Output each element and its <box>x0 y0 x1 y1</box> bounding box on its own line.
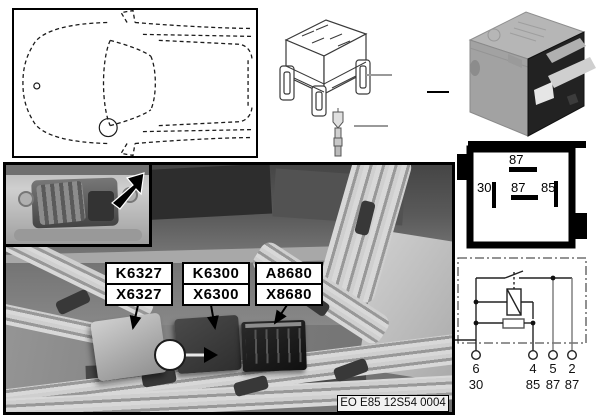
pin-label-85: 85 <box>541 180 555 195</box>
pin-label-30: 30 <box>477 180 491 195</box>
pin-diagram: 87 30 87 85 <box>457 145 587 249</box>
schematic-pin-5: 5 <box>549 361 556 376</box>
inset-valve-cover <box>36 180 86 226</box>
relay-id: K6327 <box>115 265 163 282</box>
pin-leader-line <box>354 125 388 127</box>
leader-arrow-k6327 <box>129 304 142 330</box>
pin-label-87-top: 87 <box>509 152 523 167</box>
schematic-terminal-30: 30 <box>469 377 483 392</box>
pin-diagram-left-tab <box>457 154 470 180</box>
relay-socket-icon <box>279 19 371 157</box>
socket-id: X8680 <box>257 283 321 304</box>
relay-schematic: 6 4 5 2 30 85 87 87 <box>455 257 587 392</box>
schematic-terminal-87b: 87 <box>565 377 579 392</box>
car-outline-panel <box>12 8 258 158</box>
inset-strut-tower <box>18 191 34 207</box>
schematic-terminal-85: 85 <box>526 377 540 392</box>
schematic-pin-4: 4 <box>529 361 536 376</box>
annotation-overlay <box>129 304 288 371</box>
socket-id: X6327 <box>107 283 171 304</box>
relay-id: K6300 <box>192 265 240 282</box>
relay-photo <box>468 11 596 148</box>
relay-id: A8680 <box>265 265 313 282</box>
leader-arrow-a8680 <box>273 304 288 325</box>
relay-leader-line <box>427 91 449 93</box>
car-top-view-icon <box>22 10 253 156</box>
socket-leader-line <box>366 74 392 76</box>
engine-bay-inset <box>3 162 152 247</box>
terminal-pin-icon <box>332 108 344 157</box>
figure-code-label: EO E85 12S54 0004 <box>337 395 449 412</box>
leader-arrow-k6300 <box>207 304 219 330</box>
pin-diagram-right-tab <box>572 213 587 239</box>
callout-circle <box>154 339 186 371</box>
label-box-k6327: K6327 X6327 <box>105 262 173 306</box>
inset-cowl <box>6 165 149 175</box>
schematic-pin-6: 6 <box>472 361 479 376</box>
inset-intake <box>88 191 114 221</box>
socket-id: X6300 <box>184 283 248 304</box>
schematic-pin-2: 2 <box>568 361 575 376</box>
inset-bumper <box>14 229 142 241</box>
schematic-terminal-87a: 87 <box>546 377 560 392</box>
location-arrow-icon <box>111 172 145 210</box>
callout-arrowhead-icon <box>204 347 218 363</box>
label-box-k6300: K6300 X6300 <box>182 262 250 306</box>
label-box-a8680: A8680 X8680 <box>255 262 323 306</box>
pin-label-87-center: 87 <box>511 180 525 195</box>
